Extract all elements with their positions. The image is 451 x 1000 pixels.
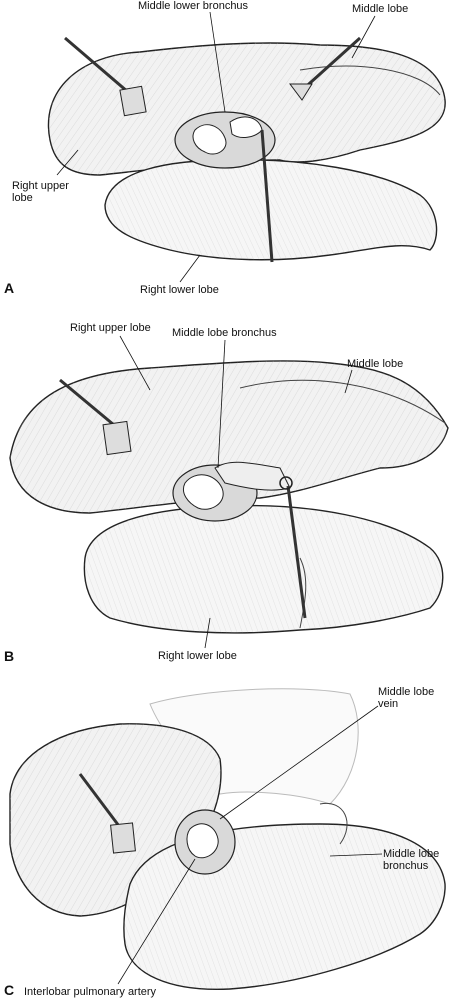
label-right-upper-lobe: Right upper lobe [70, 322, 151, 334]
label-right-lower-lobe: Right lower lobe [140, 284, 219, 296]
retractor-left [64, 36, 136, 100]
label-interlobar-pulmonary-artery: Interlobar pulmonary artery [24, 986, 157, 998]
panel-c-illustration [9, 688, 446, 991]
panel-c: Middle lobe vein Middle lobe bronchus In… [0, 684, 451, 1000]
label-right-lower-lobe: Right lower lobe [158, 650, 237, 662]
panel-b: Right upper lobe Middle lobe bronchus Mi… [0, 318, 451, 668]
label-middle-lower-bronchus: Middle lower bronchus [138, 0, 249, 12]
label-middle-lobe-bronchus: Middle lobe bronchus [383, 848, 440, 872]
panel-letter: B [4, 648, 15, 664]
panel-a-illustration [47, 11, 446, 283]
label-middle-lobe-vein: Middle lobe vein [378, 686, 435, 710]
label-middle-lobe-bronchus: Middle lobe bronchus [172, 327, 277, 339]
clamp [260, 129, 274, 263]
retractor-left [59, 378, 121, 432]
label-right-upper-lobe: Right upper lobe [12, 180, 69, 204]
clamp [286, 485, 307, 619]
panel-a: Middle lower bronchus Middle lobe Right … [0, 0, 451, 300]
label-middle-lobe: Middle lobe [352, 3, 409, 15]
retractor-right [298, 36, 362, 94]
label-middle-lobe: Middle lobe [347, 358, 404, 370]
panel-b-illustration [9, 335, 449, 649]
panel-letter: A [4, 280, 15, 296]
panel-letter: C [4, 982, 15, 998]
